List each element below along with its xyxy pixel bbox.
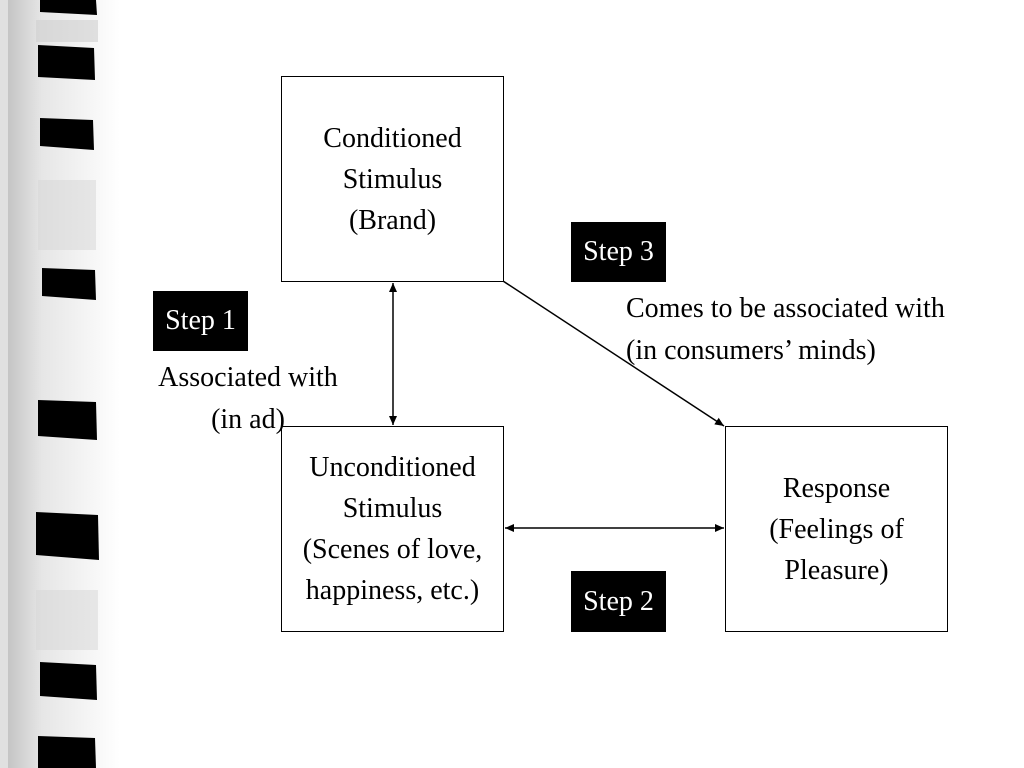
comes-to-be-associated-label: Comes to be associated with (in consumer…: [626, 293, 945, 366]
response-box: Response (Feelings of Pleasure): [725, 426, 948, 632]
conditioned-stimulus-text: Conditioned Stimulus (Brand): [323, 122, 462, 236]
conditioned-stimulus-box: Conditioned Stimulus (Brand): [281, 76, 504, 282]
response-text: Response (Feelings of Pleasure): [769, 472, 904, 586]
step-1-badge: Step 1: [153, 291, 248, 351]
step-3-badge: Step 3: [571, 222, 666, 282]
unconditioned-stimulus-box: Unconditioned Stimulus (Scenes of love, …: [281, 426, 504, 632]
step-2-badge: Step 2: [571, 571, 666, 632]
unconditioned-stimulus-text: Unconditioned Stimulus (Scenes of love, …: [302, 452, 483, 606]
decorative-striped-bar: [0, 0, 120, 768]
associated-with-label: Associated with (in ad): [158, 362, 338, 435]
